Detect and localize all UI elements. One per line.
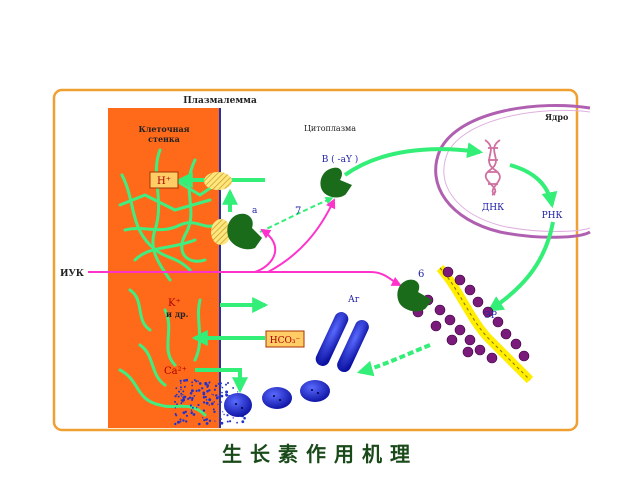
k-ion-note: и др. bbox=[166, 309, 189, 319]
ag-label: Аг bbox=[348, 295, 360, 305]
cell-wall-label-2: стенка bbox=[148, 134, 180, 144]
iuk-label: ИУК bbox=[60, 269, 85, 279]
step-7-label: 7 bbox=[295, 206, 301, 217]
rnk-label: РНК bbox=[542, 211, 563, 221]
cell-wall bbox=[108, 108, 220, 428]
proton-pump bbox=[204, 172, 232, 190]
nucleus-envelope bbox=[434, 103, 591, 239]
receptor-a-label: a bbox=[252, 206, 258, 216]
h-ion-box bbox=[149, 171, 179, 189]
auxin-arrows bbox=[88, 198, 402, 286]
receptor-a bbox=[227, 213, 262, 250]
hco3-box bbox=[265, 330, 305, 348]
golgi-vesicles bbox=[224, 312, 369, 417]
receptor-6 bbox=[397, 279, 432, 312]
er-label: ЭР bbox=[484, 311, 497, 321]
dnk-label: ДНК bbox=[482, 203, 504, 213]
cytoplasm-label: Цитоплазма bbox=[304, 124, 356, 133]
receptor-b-label: B ( -aY ) bbox=[322, 154, 359, 165]
endoplasmic-reticulum bbox=[436, 264, 534, 384]
diagram-caption: 生长素作用机理 bbox=[222, 442, 418, 466]
hco3-label: HCO₃⁻ bbox=[270, 336, 301, 346]
plasmalemma-label: Плазмалемма bbox=[183, 96, 257, 106]
nucleus-label: Ядро bbox=[545, 112, 569, 122]
dna-helix bbox=[484, 139, 501, 196]
receptor-b bbox=[320, 167, 352, 198]
step-6-label: 6 bbox=[418, 269, 424, 280]
h-ion-label: H⁺ bbox=[157, 176, 171, 187]
ribosomes bbox=[412, 266, 530, 364]
cell-wall-label: Клеточная bbox=[138, 124, 189, 134]
membrane-channel bbox=[211, 219, 231, 245]
ca-ion-label: Ca²⁺ bbox=[164, 366, 187, 377]
k-ion-label: K⁺ bbox=[168, 298, 181, 309]
